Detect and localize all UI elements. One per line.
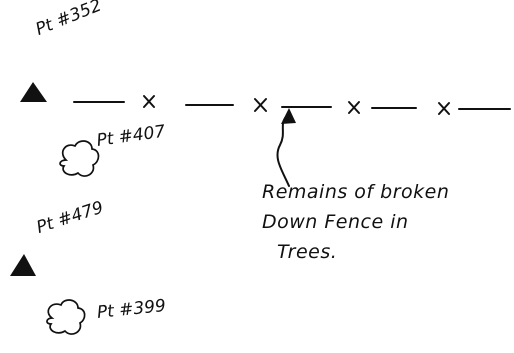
fence-x-mark (143, 95, 155, 108)
fence-x-marks (143, 95, 450, 115)
fence-x-mark (348, 101, 360, 114)
triangle-marker-pt479 (10, 254, 36, 276)
fence-line (73, 101, 511, 110)
note-arrow (276, 117, 290, 187)
tree-symbol-pt407 (59, 140, 100, 177)
note-line-1: Remains of broken (262, 181, 450, 203)
note-line-3: Trees. (277, 241, 338, 263)
arrow-head (281, 108, 296, 124)
tree-symbol-pt399 (46, 299, 86, 335)
note-line-2: Down Fence in (262, 211, 409, 233)
triangle-marker-pt352 (20, 82, 47, 102)
fence-x-mark (438, 102, 450, 115)
fence-x-mark (254, 98, 267, 112)
